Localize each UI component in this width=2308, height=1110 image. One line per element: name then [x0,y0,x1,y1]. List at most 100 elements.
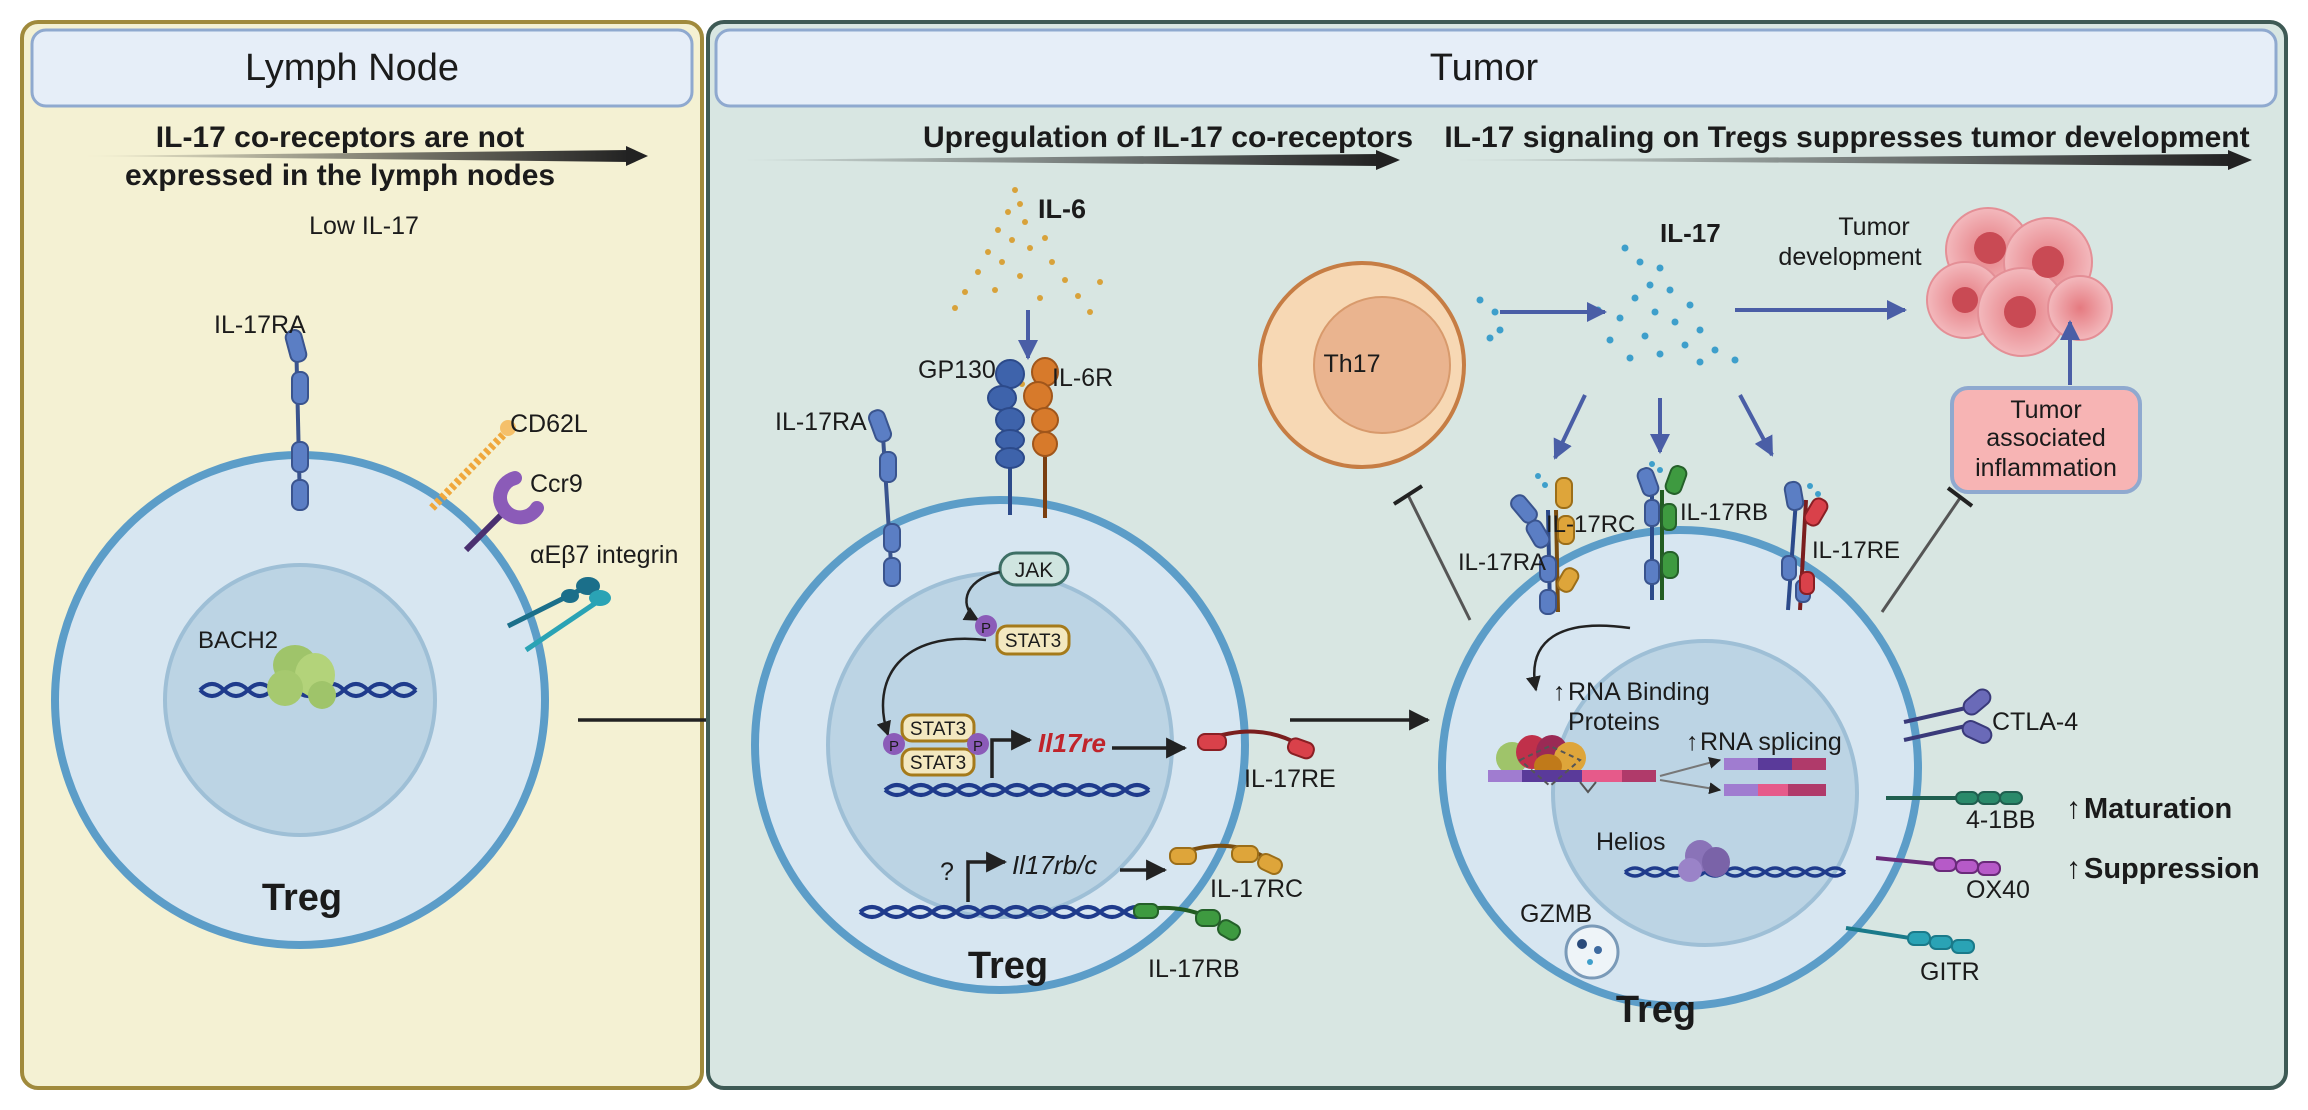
right-treg-label: Treg [1616,989,1696,1031]
helios-protein-icon [1678,840,1730,882]
right-il17rc-label: IL-17RC [1546,511,1635,538]
gzmb-granule-icon [1564,924,1620,980]
receptor-signal-arrow [1526,624,1631,692]
tumor-right-headline-arrow-shaft [1440,154,2232,166]
mid-dna-lower-icon [858,905,1150,919]
il17re-gene-label: Il17re [1038,728,1106,758]
stat3-dimer-top-badge [900,713,976,743]
gp130-label: GP130 [918,356,996,384]
right-il17ra-label: IL-17RA [1458,549,1546,576]
mid-il17re-receptor-icon [1197,729,1315,760]
stat3-label: STAT3 [1005,631,1061,652]
lymph-treg-label: Treg [262,877,342,919]
stat3-dimer-bottom-badge [900,747,976,777]
tai-line1: Tumor [2010,396,2081,424]
lymph-headline-line2: expressed in the lymph nodes [125,159,555,192]
bach2-label: BACH2 [198,627,278,654]
integrin-icon [506,577,611,653]
lymph-headline-line1: IL-17 co-receptors are not [156,121,524,154]
up-arrow-rbp: ↑ [1553,678,1566,706]
lymph-nucleus [163,563,437,837]
ccr9-icon [463,471,544,553]
bach2-protein-icon [267,645,336,709]
maturation-label: Maturation [2084,793,2232,825]
il17-molecules-icon [1476,244,1739,366]
lymph-node-title: Lymph Node [245,47,459,89]
jak-label: JAK [1015,559,1054,582]
mid-il17rb-receptor-icon [1133,903,1241,941]
tumor-title: Tumor [1430,47,1539,89]
ox40-icon [1875,856,2001,876]
up-arrow-suppression: ↑ [2066,852,2081,885]
ctla4-icon [1903,688,1993,744]
lymph-node-panel: Lymph Node IL-17 co-receptors are not ex… [20,20,743,1090]
ctla4-label: CTLA-4 [1992,708,2078,736]
stat3-dimer-top-label: STAT3 [910,719,966,740]
inhibit-th17-line [1392,484,1472,621]
mid-il17ra-label: IL-17RA [775,408,867,436]
mid-il17re-label: IL-17RE [1244,765,1336,793]
up-arrow-maturation: ↑ [2066,792,2081,825]
stat3-badge [995,624,1071,656]
fourone-bb-icon [1886,791,2023,805]
il6-molecules-icon [952,187,1103,387]
mid-dna-upper-icon [883,783,1151,797]
lymph-node-header [30,28,694,108]
right-il17rb-label: IL-17RB [1680,499,1768,526]
tumor-mid-headline: Upregulation of IL-17 co-receptors [923,121,1413,154]
th17-nucleus [1313,296,1451,434]
rbp-line2: Proteins [1568,708,1660,736]
right-il17re-label: IL-17RE [1812,537,1900,564]
tumor-mid-nucleus [826,571,1174,919]
gzmb-dot-3 [1587,959,1593,965]
mid-il17rb-label: IL-17RB [1148,955,1240,983]
rna-splicing-label: RNA splicing [1700,728,1842,756]
tai-line2: associated [1986,424,2106,452]
tumor-mid-headline-arrow-shaft [730,154,1380,166]
il6r-receptor-icon [1023,357,1059,518]
tumor-dev-line1: Tumor [1838,213,1909,241]
stat3-dimer-p-right: P [973,738,983,755]
il17rbc-promoter-arrow [966,851,1008,902]
tumor-right-headline-arrow-head [2228,150,2252,170]
spliced-mrna-icon [1724,758,1826,796]
rbc-question-label: ? [940,858,954,886]
il6r-label: IL-6R [1052,364,1113,392]
gzmb-label: GZMB [1520,900,1592,928]
lymph-il17ra-receptor-icon [284,329,309,511]
mid-treg-label: Treg [968,945,1048,987]
low-il17-label: Low IL-17 [309,212,419,240]
inhibit-tai-line [1880,486,1974,613]
cd62l-label: CD62L [510,410,588,438]
right-il17rb-complex-icon [1636,461,1688,600]
stat3-dimer-p-left: P [889,738,899,755]
stat3-dimer-arrow [876,637,987,737]
up-arrow-splicing: ↑ [1686,728,1699,756]
integrin-label: αEβ7 integrin [530,541,678,569]
right-il17ra-rc-complex-icon [1510,473,1580,615]
tai-box [1950,386,2142,494]
tumor-mid-headline-arrow-head [1376,150,1400,170]
il17-to-rarc-arrow [1553,394,1587,460]
stat3-phospho-icon [975,615,997,637]
gitr-icon [1845,926,1975,954]
jak-badge [998,551,1070,587]
jak-to-stat3-arrow [962,570,1001,622]
stat3-dimer-bottom-label: STAT3 [910,753,966,774]
il17-label: IL-17 [1660,218,1721,248]
tumor-dev-line2: development [1778,243,1921,271]
tumor-header [714,28,2278,108]
mid-il17rc-receptor-icon [1169,843,1283,876]
fourone-bb-label: 4-1BB [1966,806,2035,834]
mid-il17rc-label: IL-17RC [1210,875,1303,903]
rbp-line1: RNA Binding [1568,678,1710,706]
splice-arrow-lower [1659,779,1722,795]
gzmb-dot-2 [1594,946,1602,954]
mid-il17ra-receptor-icon [867,409,901,587]
il17rbc-gene-label: Il17rb/c [1012,850,1097,880]
il17re-promoter-arrow [990,729,1033,778]
gp130-receptor-icon [987,359,1025,515]
tai-line3: inflammation [1975,454,2117,482]
cd62l-icon [429,420,516,511]
il6-label: IL-6 [1038,194,1086,224]
